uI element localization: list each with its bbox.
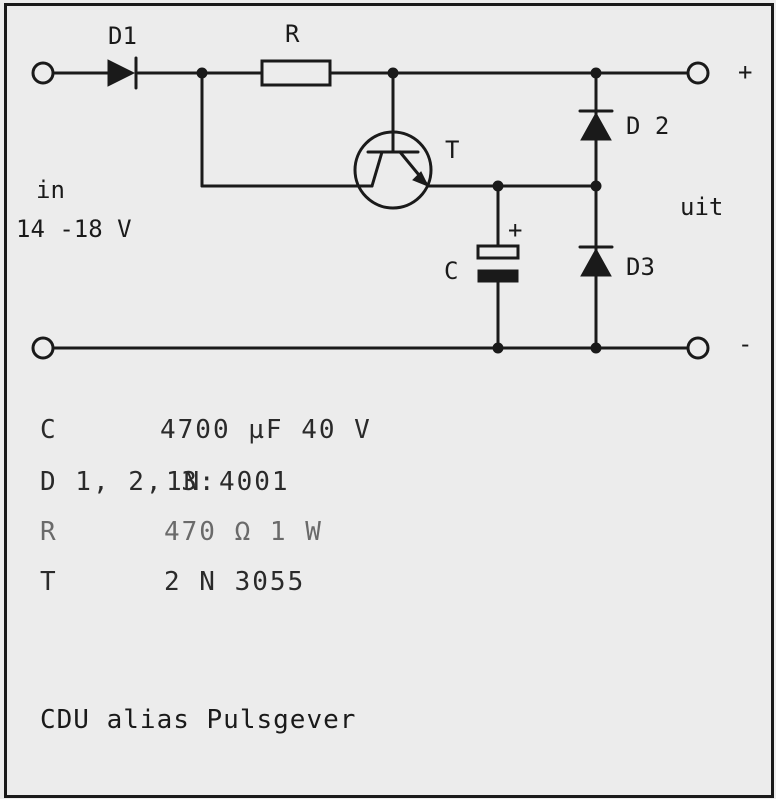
wires [51,71,690,350]
parts-list: C 4700 µF 40 V D 1, 2, 3: 1N 4001 R 470 … [40,415,372,597]
output-minus-terminal [686,336,710,360]
input-plus-terminal [31,61,55,85]
label-in: in [36,176,65,204]
diagram-frame [4,3,774,798]
label-out-plus: + [738,58,752,86]
label-r: R [285,20,300,48]
transistor-t [353,130,433,210]
part-value: 2 N 3055 [164,567,305,597]
label-out: uit [680,193,723,221]
label-cap-plus: + [508,216,522,244]
label-c: C [444,257,458,285]
label-d2: D 2 [626,112,669,140]
terminals [31,61,710,360]
label-d3: D3 [626,253,655,281]
diode-d1 [107,56,138,90]
diagram-caption: CDU alias Pulsgever [40,705,356,735]
part-ref: C [40,415,58,445]
diode-d2 [578,109,614,141]
part-ref: T [40,567,58,597]
part-value: 1N 4001 [166,467,290,497]
part-value: 4700 µF 40 V [160,415,372,445]
output-plus-terminal [686,61,710,85]
capacitor-c [476,244,520,283]
part-ref: D 1, 2, 3: [40,467,217,497]
junctions [196,67,602,354]
label-in-voltage: 14 -18 V [16,215,132,243]
part-value: 470 Ω 1 W [164,517,323,547]
input-minus-terminal [31,336,55,360]
label-d1: D1 [108,22,137,50]
diode-d3 [578,245,614,277]
label-t: T [445,136,459,164]
part-ref: R [40,517,58,547]
resistor-r [260,59,332,87]
label-out-minus: - [738,330,752,358]
